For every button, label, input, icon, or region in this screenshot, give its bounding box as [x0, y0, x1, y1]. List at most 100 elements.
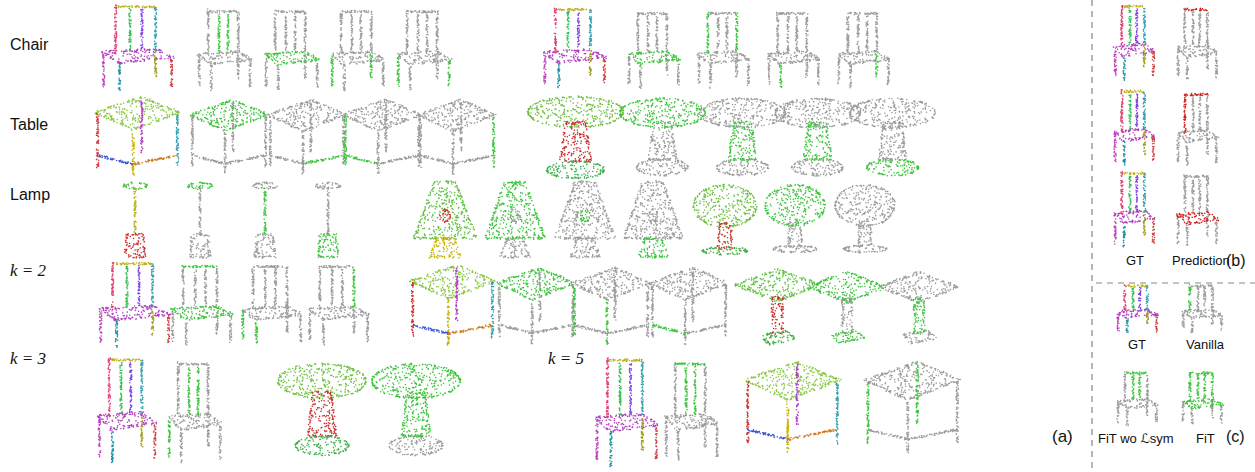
point-cloud-figure	[774, 97, 861, 177]
shape-part	[359, 14, 363, 52]
shape-part	[439, 209, 451, 224]
shape-part	[401, 391, 432, 438]
figure-label: (a)	[1052, 428, 1073, 447]
shape-part	[1128, 7, 1132, 45]
shape-part	[378, 155, 421, 165]
shape-part	[413, 180, 477, 240]
shape-part	[293, 13, 297, 50]
shape-part	[124, 233, 147, 259]
shape-part	[646, 286, 650, 338]
shape-part	[273, 10, 277, 56]
shape-part	[1122, 226, 1126, 248]
shape-part	[491, 282, 495, 339]
shape-part	[1146, 375, 1149, 401]
shape-part	[411, 282, 415, 337]
point-cloud-figure	[554, 180, 616, 259]
shape-part	[181, 265, 217, 269]
point-cloud-figure	[619, 97, 706, 177]
shape-part	[96, 113, 100, 169]
shape-part	[1146, 400, 1149, 417]
point-cloud-figure	[95, 96, 180, 176]
shape-part	[912, 297, 925, 335]
shape-part	[102, 54, 106, 88]
shape-part	[206, 364, 210, 416]
shape-part	[226, 14, 230, 51]
shape-part	[1211, 286, 1215, 311]
shape-part	[1152, 218, 1156, 244]
figure-label: FiT	[1196, 432, 1215, 446]
shape-part	[1143, 212, 1147, 236]
shape-part	[176, 361, 180, 417]
shape-part	[849, 98, 936, 129]
shape-part	[369, 54, 373, 79]
shape-part	[319, 265, 354, 269]
point-cloud-figure	[1116, 284, 1159, 333]
shape-part	[673, 362, 677, 419]
shape-part	[315, 63, 319, 88]
shape-part	[786, 16, 790, 53]
shape-part	[1128, 94, 1132, 131]
shape-part	[1188, 284, 1192, 311]
shape-part	[1198, 97, 1202, 131]
shape-part	[406, 10, 439, 14]
shape-part	[773, 244, 818, 253]
shape-part	[849, 64, 853, 89]
shape-part	[167, 420, 171, 458]
shape-part	[1183, 93, 1187, 134]
shape-part	[1190, 318, 1194, 333]
shape-part	[571, 267, 651, 302]
shape-part	[285, 266, 289, 308]
shape-part	[875, 53, 879, 77]
shape-part	[269, 116, 273, 166]
shape-part	[831, 329, 865, 344]
point-cloud-figure	[595, 357, 658, 467]
shape-part	[115, 5, 157, 9]
shape-part	[497, 268, 575, 301]
shape-part	[697, 50, 750, 66]
shape-part	[1176, 211, 1219, 226]
shape-part	[868, 428, 909, 440]
shape-part	[649, 267, 727, 301]
shape-part	[580, 209, 590, 222]
shape-part	[204, 269, 208, 307]
point-cloud-figure	[1181, 371, 1224, 424]
shape-part	[1135, 93, 1139, 130]
shape-part	[734, 268, 819, 302]
shape-part	[607, 358, 642, 362]
shape-part	[154, 7, 158, 51]
shape-part	[294, 435, 350, 457]
shape-part	[308, 305, 369, 321]
shape-part	[1113, 50, 1117, 76]
shape-part	[703, 363, 707, 416]
shape-part	[206, 416, 210, 447]
shape-part	[271, 155, 305, 165]
shape-part	[397, 50, 453, 65]
shape-part	[1123, 371, 1127, 402]
shape-part	[248, 59, 252, 87]
shape-part	[350, 14, 354, 54]
point-cloud-figure	[627, 12, 681, 89]
shape-part	[189, 233, 211, 259]
shape-part	[326, 187, 330, 236]
shape-part	[1113, 43, 1155, 58]
shape-part	[197, 50, 253, 65]
shape-part	[223, 132, 227, 173]
shape-part	[381, 62, 385, 87]
shape-part	[151, 309, 155, 336]
shape-part	[384, 102, 388, 153]
shape-part	[1152, 136, 1156, 161]
point-cloud-figure	[1176, 93, 1219, 166]
shape-part	[589, 9, 593, 50]
shape-part	[746, 361, 842, 401]
shape-part	[652, 323, 686, 335]
figure-label: Chair	[10, 36, 48, 54]
shape-part	[603, 57, 607, 83]
shape-part	[1190, 408, 1194, 425]
shape-part	[805, 54, 809, 78]
shape-part	[846, 16, 850, 55]
shape-part	[684, 367, 688, 416]
shape-part	[322, 323, 326, 346]
shape-part	[1117, 398, 1159, 410]
shape-part	[878, 121, 907, 161]
shape-part	[125, 266, 129, 309]
